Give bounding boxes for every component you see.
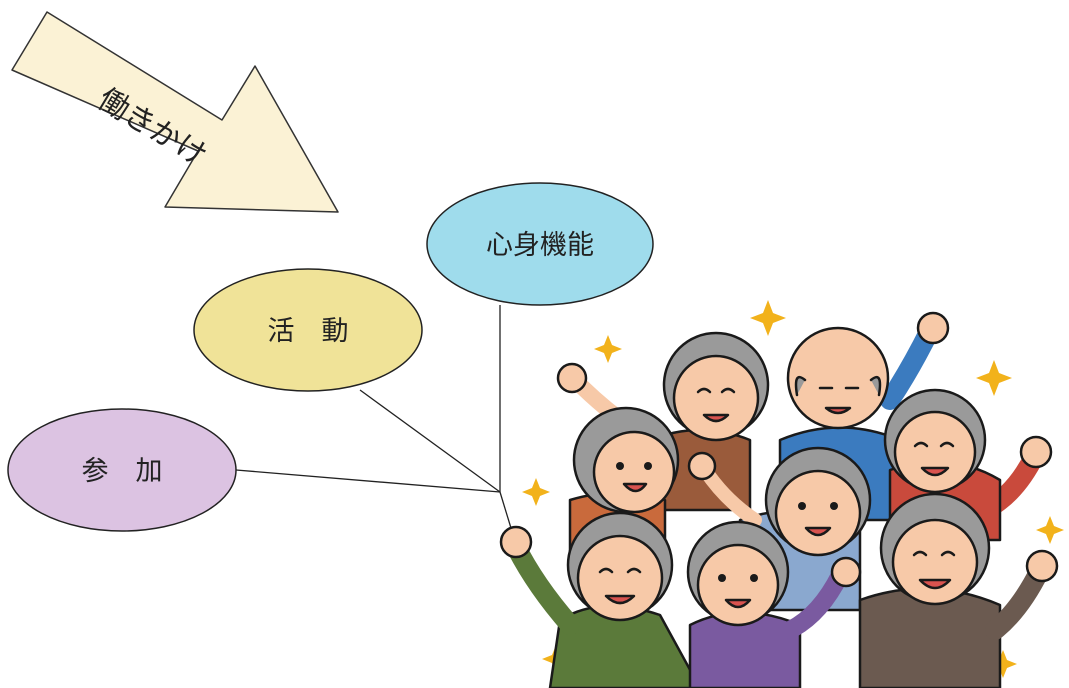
node-sanka-ellipse [7,408,237,532]
connector-sanka [235,469,501,493]
face-back-2 [786,326,890,430]
work-on-arrow: 働きかけ [11,11,339,213]
node-katsudo: 活 動 [193,268,423,392]
arrow-shape [11,11,339,213]
node-katsudo-ellipse [193,268,423,392]
node-shinshin: 心身機能 [426,182,654,306]
node-shinshin-ellipse [426,182,654,306]
face-back-4 [572,406,680,514]
face-back-1 [662,331,770,442]
face-back-3 [883,388,987,494]
node-shinshin-label: 心身機能 [486,230,594,261]
connector-katsudo [359,389,501,493]
cheering-elderly-group-icon [499,300,1064,688]
connector-lines [235,305,515,539]
face-front-1 [566,511,674,622]
node-sanka-label: 参 加 [82,456,163,487]
face-front-2 [686,520,790,627]
node-sanka: 参 加 [7,408,237,532]
node-katsudo-label: 活 動 [268,316,349,347]
face-front-3 [879,492,991,606]
face-middle [764,446,872,557]
